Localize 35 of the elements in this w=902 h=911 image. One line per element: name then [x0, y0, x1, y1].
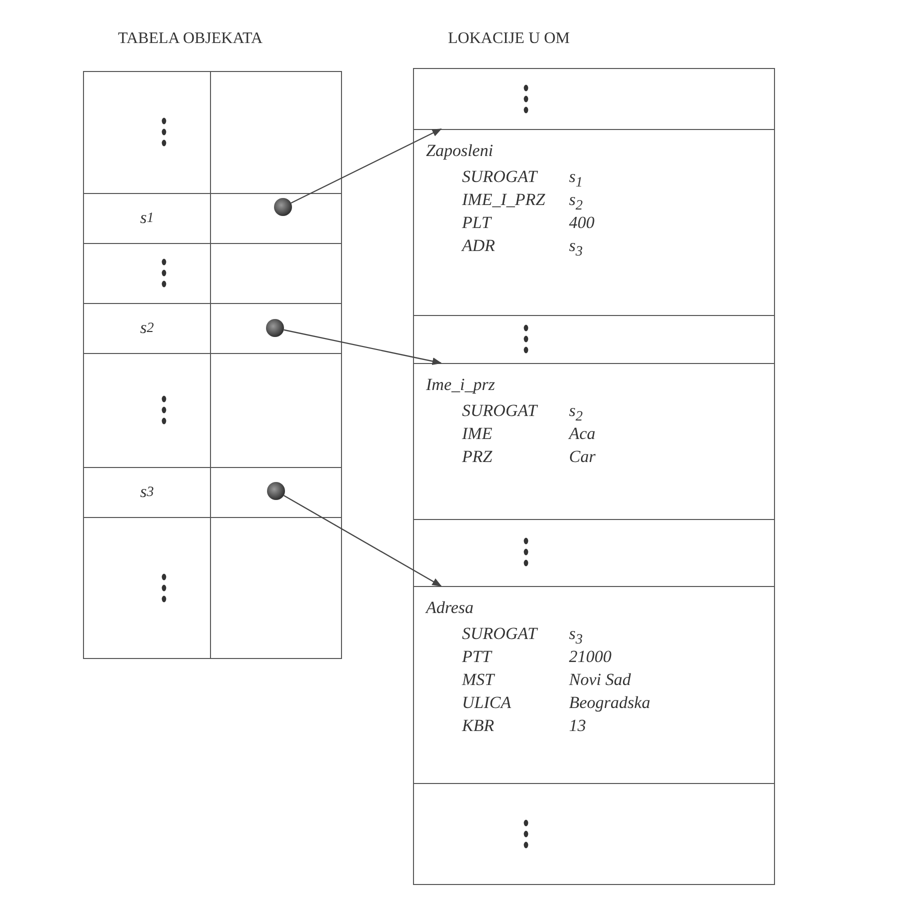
- field-name: ADR: [462, 236, 496, 256]
- arrow: [284, 494, 442, 587]
- field-value: Beogradska: [569, 693, 650, 713]
- field-value: Car: [569, 447, 596, 467]
- field-value: Aca: [569, 424, 596, 444]
- field-name: KBR: [462, 716, 494, 736]
- field-name: ULICA: [462, 693, 512, 713]
- field-name: PRZ: [462, 447, 492, 467]
- arrow: [284, 329, 442, 365]
- field-name: IME_I_PRZ: [462, 190, 546, 210]
- field-value: s$_{3}$: [569, 236, 583, 260]
- arrow: [290, 128, 442, 204]
- pointer-dot: [266, 319, 284, 337]
- pointer-dot: [267, 482, 285, 500]
- field-value: s$_{2}$: [569, 190, 583, 214]
- record-name: Zaposleni: [426, 141, 494, 161]
- field-name: PLT: [462, 213, 491, 233]
- field-value: 21000: [569, 647, 612, 667]
- field-name: IME: [462, 424, 492, 444]
- pointer-dot: [274, 198, 292, 216]
- field-name: SUROGAT: [462, 401, 537, 421]
- field-value: 400: [569, 213, 594, 233]
- field-name: SUROGAT: [462, 167, 537, 187]
- field-name: PTT: [462, 647, 492, 667]
- field-value: Novi Sad: [569, 670, 631, 690]
- record-name: Ime_i_prz: [426, 375, 495, 395]
- field-name: MST: [462, 670, 494, 690]
- field-value: s$_{1}$: [569, 167, 583, 192]
- field-value: s$_{2}$: [569, 401, 583, 426]
- record-name: Adresa: [426, 598, 474, 618]
- field-value: 13: [569, 716, 586, 736]
- field-value: s$_{3}$: [569, 624, 583, 648]
- table-heading: TABELA OBJEKATA: [118, 30, 263, 48]
- field-name: SUROGAT: [462, 624, 537, 644]
- table-heading: LOKACIJE U OM: [448, 30, 570, 48]
